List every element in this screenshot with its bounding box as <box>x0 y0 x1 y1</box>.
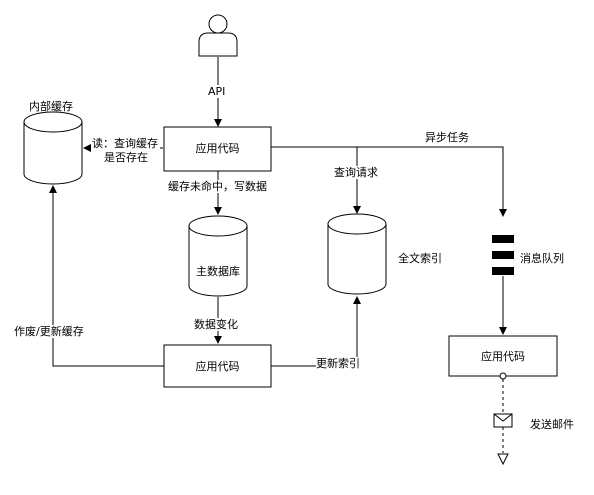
email-connector-dot <box>499 372 507 380</box>
main-db-cylinder <box>188 215 248 297</box>
user-icon <box>198 14 238 57</box>
async-task-label: 异步任务 <box>425 131 469 144</box>
query-request-label: 查询请求 <box>334 166 378 179</box>
app-code-bottom-box <box>163 344 272 388</box>
message-queue-icon <box>492 235 514 275</box>
edge-update-index <box>271 296 361 367</box>
send-email-label: 发送邮件 <box>530 418 574 431</box>
fulltext-index-label: 全文索引 <box>398 252 442 265</box>
internal-cache-cylinder <box>23 111 83 185</box>
edge-invalidate-cache <box>49 185 164 367</box>
update-index-label: 更新索引 <box>316 357 360 370</box>
read-label-line1: 读：查询缓存 <box>92 137 158 150</box>
edge-async-task <box>271 146 507 217</box>
cache-miss-label: 缓存未命中，写数据 <box>168 180 267 193</box>
envelope-icon <box>493 413 513 428</box>
app-code-top-label: 应用代码 <box>195 142 240 155</box>
app-code-right-label: 应用代码 <box>481 350 525 363</box>
email-arrowhead-icon <box>497 453 509 466</box>
app-code-right-box <box>448 335 558 377</box>
read-label-line2: 是否存在 <box>104 151 148 164</box>
fulltext-index-cylinder <box>327 213 387 295</box>
main-db-label: 主数据库 <box>196 265 240 278</box>
api-label: API <box>208 85 226 98</box>
app-code-bottom-label: 应用代码 <box>195 360 240 373</box>
message-queue-label: 消息队列 <box>520 252 564 265</box>
invalidate-cache-label: 作废/更新缓存 <box>14 325 84 338</box>
internal-cache-label: 内部缓存 <box>29 100 73 113</box>
data-change-label: 数据变化 <box>194 318 238 331</box>
